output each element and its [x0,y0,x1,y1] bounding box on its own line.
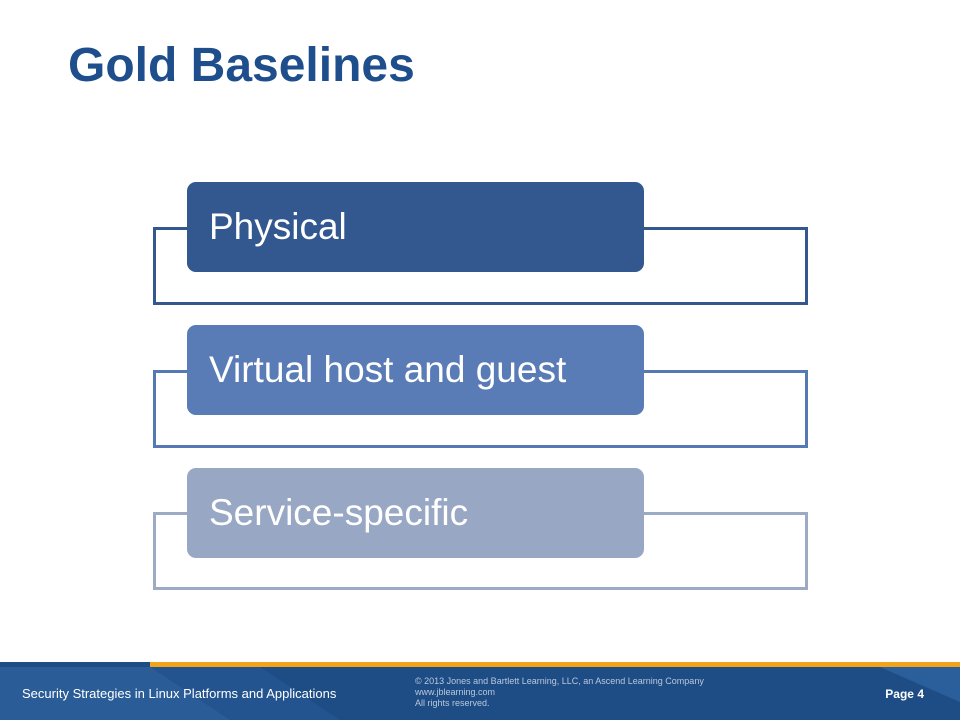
item-label-box: Virtual host and guest [187,325,644,415]
item-label: Physical [209,206,347,247]
copyright-line: © 2013 Jones and Bartlett Learning, LLC,… [415,676,704,686]
footer-wave-decoration [0,662,960,720]
item-label: Virtual host and guest [209,349,567,390]
item-label-box: Physical [187,182,644,272]
footer-course-title: Security Strategies in Linux Platforms a… [22,686,337,701]
item-label-box: Service-specific [187,468,644,558]
slide-footer: Security Strategies in Linux Platforms a… [0,662,960,720]
item-label: Service-specific [209,492,469,533]
page-number: Page 4 [885,687,924,701]
footer-accent-bar [150,662,960,667]
slide-title: Gold Baselines [68,39,415,92]
copyright-url: www.jblearning.com [415,687,496,697]
footer-copyright: © 2013 Jones and Bartlett Learning, LLC,… [415,676,704,709]
copyright-rights: All rights reserved. [415,698,490,708]
